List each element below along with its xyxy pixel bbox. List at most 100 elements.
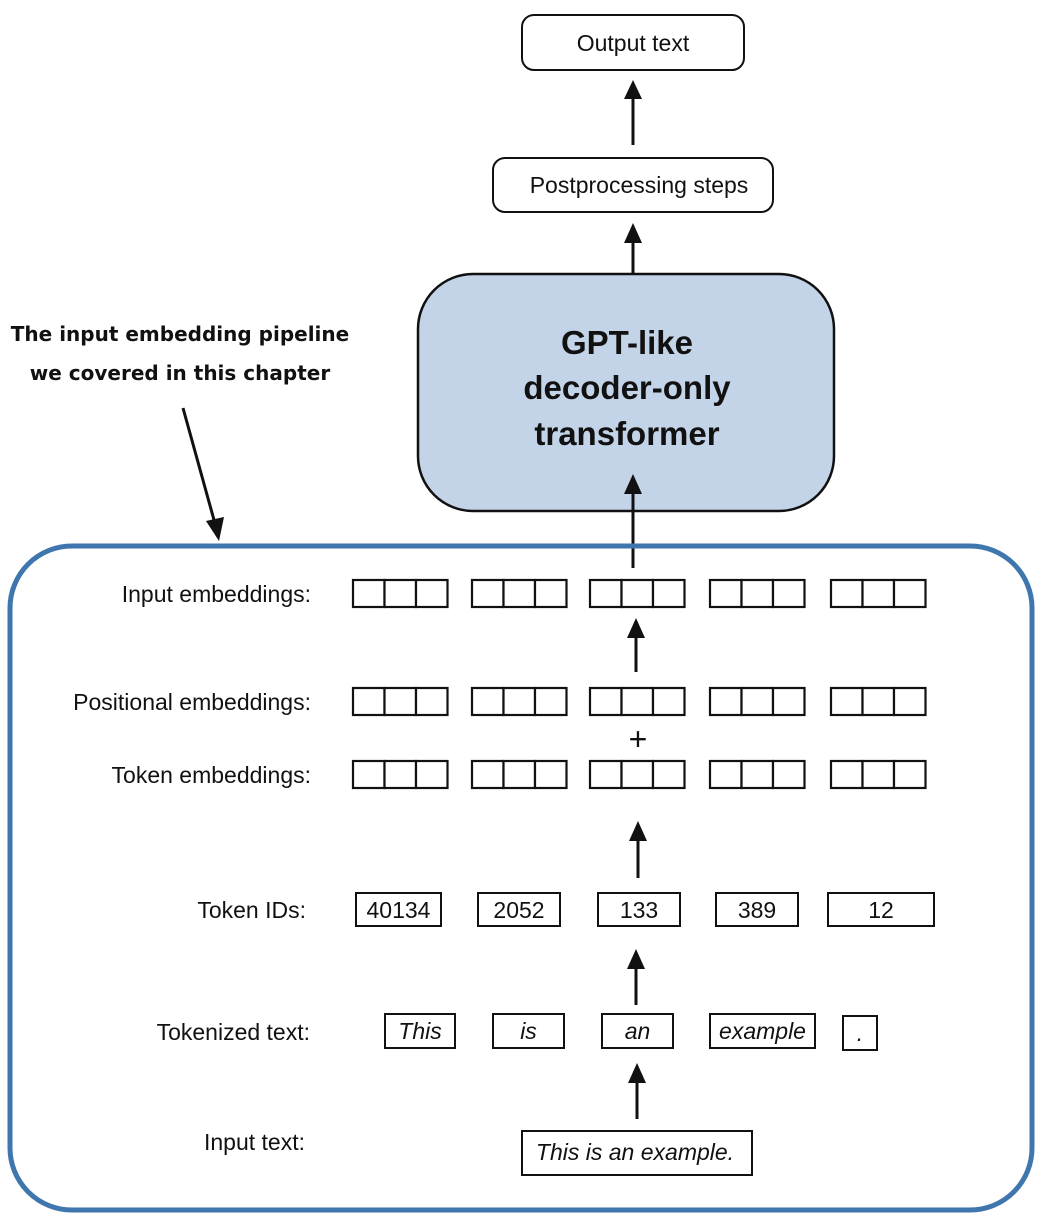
embedding-cell [533, 686, 568, 717]
input-embeddings-row [351, 578, 927, 609]
pipeline-container [7, 543, 1035, 1213]
embedding-cell [620, 578, 655, 609]
postprocessing-label: Postprocessing steps [530, 172, 749, 198]
output-text-label: Output text [577, 30, 690, 56]
embedding-vector [708, 759, 806, 790]
embedding-cell [414, 578, 449, 609]
token-id-value: 133 [620, 897, 658, 923]
transformer-box: GPT-like decoder-only transformer [416, 272, 836, 513]
token-box: example [709, 1013, 816, 1049]
embedding-vector [470, 759, 568, 790]
embedding-cell [740, 686, 775, 717]
token-id-value: 2052 [493, 897, 544, 923]
embedding-cell [892, 759, 927, 790]
embedding-cell [470, 578, 505, 609]
token-box: This [384, 1013, 456, 1049]
row-label-tokenized-text: Tokenized text: [157, 1019, 310, 1045]
embedding-cell [829, 578, 864, 609]
token-id-box: 133 [597, 892, 681, 927]
arrow-input-to-tokens [628, 1063, 646, 1119]
embedding-cell [771, 686, 806, 717]
transformer-line-1: GPT-like [561, 324, 693, 361]
annotation-line-2: we covered in this chapter [30, 361, 331, 385]
embedding-cell [588, 759, 623, 790]
embedding-cell [771, 759, 806, 790]
token-id-box: 389 [715, 892, 799, 927]
arrow-head-icon [624, 223, 642, 243]
arrow-head-icon [624, 474, 642, 494]
row-label-token-embeddings: Token embeddings: [112, 762, 311, 788]
token-embeddings-row [351, 759, 927, 790]
embedding-cell [740, 759, 775, 790]
embedding-cell [651, 759, 686, 790]
embedding-cell [470, 759, 505, 790]
embedding-cell [771, 578, 806, 609]
embedding-cell [533, 759, 568, 790]
embedding-cell [620, 686, 655, 717]
token-text: is [520, 1018, 537, 1044]
embedding-cell [861, 578, 896, 609]
arrow-tokens-to-ids [627, 949, 645, 1005]
token-text: This [398, 1018, 442, 1044]
output-text-box: Output text [521, 14, 745, 71]
embedding-vector [588, 686, 686, 717]
token-box: is [492, 1013, 565, 1049]
postprocessing-box: Postprocessing steps [492, 157, 774, 213]
embedding-cell [588, 578, 623, 609]
arrow-head-icon [629, 821, 647, 841]
embedding-cell [502, 686, 537, 717]
row-label-positional-embeddings: Positional embeddings: [73, 689, 311, 715]
token-id-value: 40134 [367, 897, 431, 923]
token-ids-row: 40134 2052 133 389 12 [355, 892, 935, 927]
embedding-vector [470, 578, 568, 609]
embedding-cell [588, 686, 623, 717]
embedding-cell [533, 578, 568, 609]
token-id-box: 12 [827, 892, 935, 927]
token-box: . [842, 1015, 878, 1051]
arrow-postprocessing-to-output [624, 80, 642, 145]
arrow-head-icon [627, 618, 645, 638]
embedding-cell [351, 686, 386, 717]
embedding-cell [892, 578, 927, 609]
embedding-cell [414, 759, 449, 790]
embedding-vector [829, 578, 927, 609]
embedding-vector [829, 686, 927, 717]
embedding-vector [351, 686, 449, 717]
embedding-vector [588, 759, 686, 790]
arrow-head-icon [206, 517, 224, 541]
embedding-vector [708, 578, 806, 609]
arrow-ids-to-token-embeddings [629, 821, 647, 878]
token-box: an [601, 1013, 674, 1049]
embedding-cell [351, 578, 386, 609]
embedding-cell [620, 759, 655, 790]
embedding-cell [892, 686, 927, 717]
embedding-cell [470, 686, 505, 717]
embedding-cell [651, 578, 686, 609]
arrow-head-icon [624, 80, 642, 99]
embedding-vector [708, 686, 806, 717]
embedding-cell [651, 686, 686, 717]
arrow-embeddings-to-transformer [624, 474, 642, 568]
arrow-head-icon [627, 949, 645, 969]
embedding-cell [383, 578, 418, 609]
embedding-cell [708, 578, 743, 609]
token-id-box: 40134 [355, 892, 442, 927]
row-label-input-embeddings: Input embeddings: [122, 581, 311, 607]
annotation: The input embedding pipeline we covered … [11, 322, 349, 541]
token-text: example [719, 1018, 806, 1044]
input-text-value: This is an example. [536, 1139, 734, 1165]
token-id-value: 12 [868, 897, 894, 923]
embedding-cell [829, 759, 864, 790]
embedding-cell [502, 578, 537, 609]
token-text: an [625, 1018, 651, 1044]
annotation-arrow [181, 407, 216, 521]
tokenized-text-row: This is an example. [384, 1013, 878, 1051]
embedding-cell [383, 686, 418, 717]
embedding-cell [502, 759, 537, 790]
embedding-vector [829, 759, 927, 790]
embedding-cell [414, 686, 449, 717]
transformer-line-2: decoder-only [523, 369, 731, 406]
row-label-input-text: Input text: [204, 1129, 305, 1155]
token-id-value: 389 [738, 897, 776, 923]
arrow-sum-to-input-embeddings [627, 618, 645, 672]
